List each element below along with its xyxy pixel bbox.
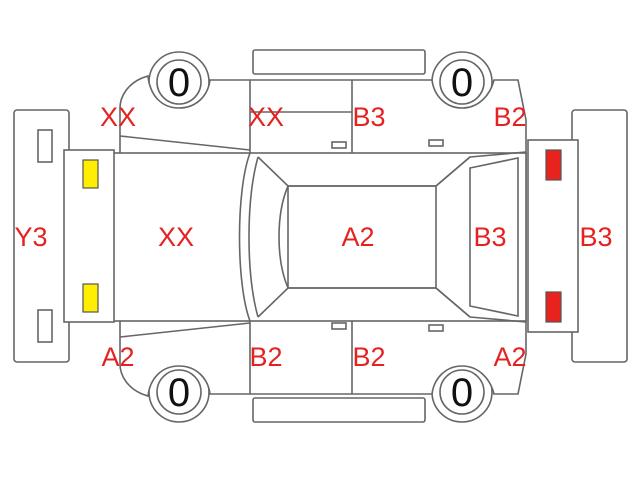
- tire-rear-right-label: 0: [451, 371, 473, 415]
- roof-panel: [287, 185, 437, 289]
- zone-rear-right-fender: A2: [493, 342, 526, 372]
- door-handle-rear-left: [331, 141, 347, 149]
- zone-front-left-door: XX: [248, 102, 284, 132]
- right-step-bar: [252, 397, 426, 423]
- top-body: [112, 152, 527, 322]
- front-bumper-tab-top: [37, 129, 53, 163]
- tire-rear-left-label: 0: [451, 61, 473, 105]
- rear-glass: [469, 157, 519, 317]
- front-bumper-tab-bottom: [37, 309, 53, 343]
- windshield: [278, 185, 289, 289]
- zone-rear-left-fender: B2: [493, 102, 526, 132]
- door-handle-front-right: [428, 324, 444, 332]
- zone-roof: A2: [341, 222, 374, 252]
- door-handle-rear-right: [331, 322, 347, 330]
- zone-front-right-fender: A2: [101, 342, 134, 372]
- rear-light-bottom: [545, 291, 562, 323]
- tire-front-right-label: 0: [168, 371, 190, 415]
- zone-hood: XX: [158, 222, 194, 252]
- left-step-bar: [252, 49, 426, 75]
- zone-rear-left-door: B3: [352, 102, 385, 132]
- zone-front-bumper: Y3: [14, 222, 47, 252]
- zone-rear-right-door: B2: [352, 342, 385, 372]
- zone-rear-glass: B3: [473, 222, 506, 252]
- zone-front-right-door: B2: [249, 342, 282, 372]
- front-light-bottom: [82, 283, 99, 313]
- zone-front-left-fender: XX: [100, 102, 136, 132]
- front-light-top: [82, 159, 99, 189]
- rear-light-top: [545, 149, 562, 181]
- tire-front-left-label: 0: [168, 61, 190, 105]
- zone-rear-bumper: B3: [579, 222, 612, 252]
- door-handle-front-left: [428, 139, 444, 147]
